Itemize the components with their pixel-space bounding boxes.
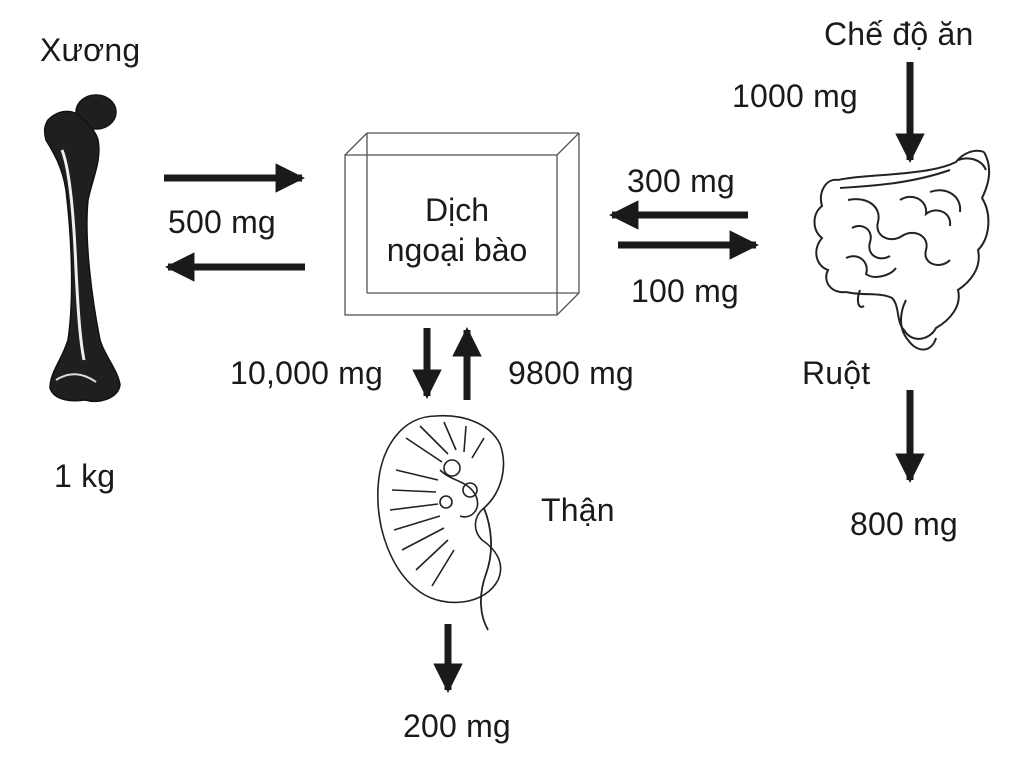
femur-icon <box>43 94 121 402</box>
diet-title: Chế độ ăn <box>824 16 974 52</box>
intestine-excrete-amount: 800 mg <box>850 506 958 542</box>
kidney-title: Thận <box>541 492 615 528</box>
kidney-filtered-amount: 10,000 mg <box>230 355 384 391</box>
ecf-label-line2: ngoại bào <box>386 232 528 268</box>
intestine-icon <box>813 149 990 351</box>
bone-title: Xương <box>40 32 141 68</box>
ecf-label: Dịch ngoại bào <box>357 190 557 270</box>
intestine-secrete-amount: 100 mg <box>631 273 739 309</box>
bone-exchange-amount: 500 mg <box>168 204 276 240</box>
intestine-title: Ruột <box>802 355 871 391</box>
kidney-reabsorbed-amount: 9800 mg <box>508 355 634 391</box>
bone-amount: 1 kg <box>54 458 116 494</box>
ecf-label-line1: Dịch <box>424 192 489 228</box>
kidney-excrete-amount: 200 mg <box>403 708 511 744</box>
kidney-icon <box>377 414 505 631</box>
extracellular-fluid-box <box>344 132 580 316</box>
diet-amount: 1000 mg <box>732 78 858 114</box>
intestine-absorb-amount: 300 mg <box>627 163 735 199</box>
